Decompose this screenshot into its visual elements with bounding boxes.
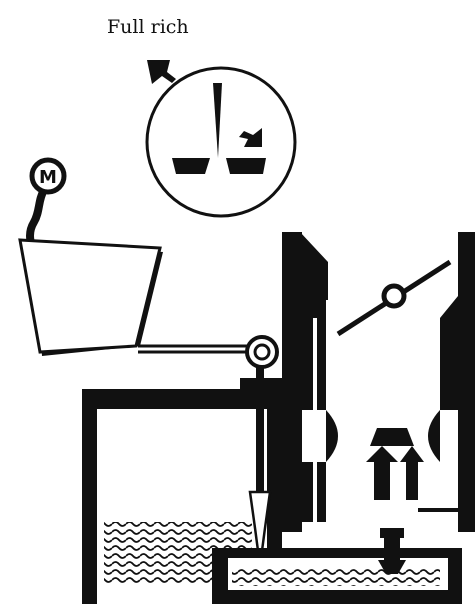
seat-left	[172, 158, 210, 174]
barrel-right-wall	[428, 232, 475, 532]
throttle-valve	[338, 262, 450, 334]
seat-right	[226, 158, 266, 174]
full-rich-label: Full rich	[107, 16, 189, 38]
mixture-control-knob: M	[30, 160, 64, 248]
fuel-passage	[212, 548, 462, 604]
pointer-arrow-icon	[147, 60, 176, 84]
linkage-arm	[20, 240, 277, 367]
barrel-left-wall	[282, 232, 338, 548]
knob-label: M	[39, 167, 57, 188]
inset-detail	[147, 68, 295, 216]
